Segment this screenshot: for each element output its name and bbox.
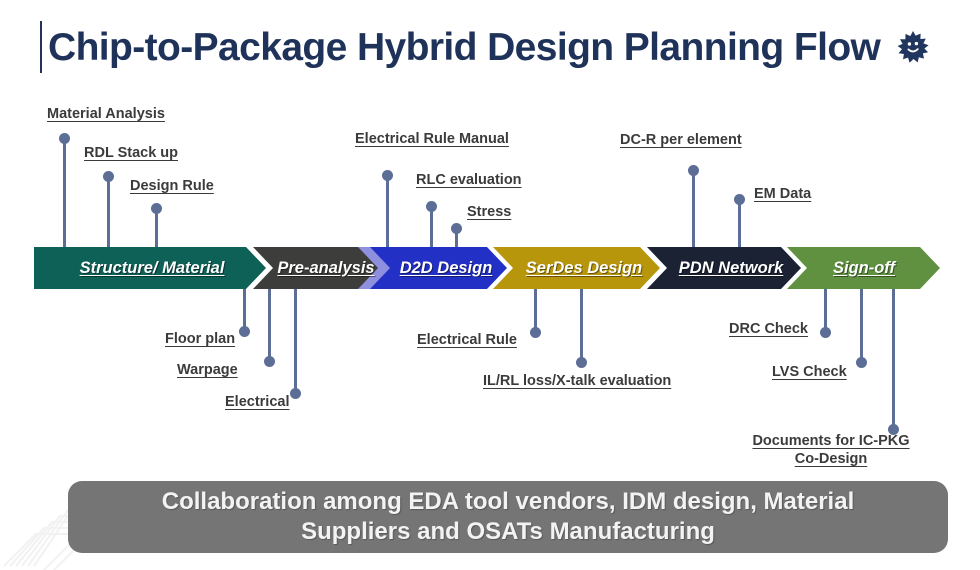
connector-electrical [290,289,301,399]
callout-dcr-per-element: DC-R per element [620,131,742,149]
banner-line2: Suppliers and OSATs Manufacturing [301,518,715,545]
chevron-serdes-design [493,247,660,289]
page-title-container: Chip-to-Package Hybrid Design Planning F… [40,16,930,78]
chevron-sign-off [787,247,940,289]
chevron-pdn-network [647,247,801,289]
callout-documents-ic-pkg: Documents for IC-PKG Co-Design [733,432,929,468]
callout-warpage: Warpage [177,361,238,379]
connector-dcr-per-element [688,165,699,250]
banner-text: Collaboration among EDA tool vendors, ID… [162,487,855,547]
connector-electrical-rule-manual [382,170,393,250]
callout-label: Design Rule [130,178,214,194]
callout-stress: Stress [467,203,511,221]
connector-il-rl-loss-xtalk [576,289,587,368]
callout-design-rule: Design Rule [130,177,214,195]
callout-label: Floor plan [165,331,236,347]
connector-rlc-evaluation [426,201,437,250]
callout-electrical: Electrical [225,393,290,411]
callout-electrical-rule-manual: Electrical Rule Manual [355,130,509,148]
callout-label: Warpage [177,362,238,378]
callout-lvs-check: LVS Check [772,363,847,381]
callout-label: DRC Check [729,321,808,337]
title-accent-bar [40,21,42,73]
callout-label: Electrical Rule Manual [355,131,509,147]
callout-label-line1: Documents for IC-PKG [752,433,910,449]
callout-floor-plan: Floor plan [165,330,235,348]
callout-il-rl-loss-xtalk: IL/RL loss/X-talk evaluation [483,372,671,390]
connector-lvs-check [856,289,867,368]
chevron-accent-lavender [358,247,394,289]
callout-label: LVS Check [772,364,847,380]
page-title: Chip-to-Package Hybrid Design Planning F… [48,25,881,69]
callout-label-line2: Co-Design [794,451,868,468]
banner-line1: Collaboration among EDA tool vendors, ID… [161,487,855,515]
callout-label: Material Analysis [47,106,165,122]
process-flow-bar: Structure/ Material Pre-analysis D2D Des… [34,247,940,289]
connector-electrical-rule [530,289,541,338]
callout-label: RDL Stack up [84,145,179,161]
connector-warpage [264,289,275,367]
connector-em-data [734,194,745,250]
callout-label: RLC evaluation [416,172,522,188]
connector-material-analysis [59,133,70,250]
connector-documents-ic-pkg [888,289,899,435]
connector-drc-check [820,289,831,338]
callout-label: IL/RL loss/X-talk evaluation [483,373,672,389]
callout-electrical-rule: Electrical Rule [417,331,517,349]
callout-em-data: EM Data [754,185,811,203]
callout-label: Electrical [225,394,290,410]
callout-material-analysis: Material Analysis [47,105,165,123]
chevron-d2d-design [370,247,507,289]
callout-label: DC-R per element [620,132,742,148]
collaboration-banner: Collaboration among EDA tool vendors, ID… [68,481,948,553]
callout-label: Stress [467,204,512,220]
callout-rlc-evaluation: RLC evaluation [416,171,522,189]
connector-design-rule [151,203,162,250]
callout-label: Electrical Rule [417,332,517,348]
callout-rdl-stack-up: RDL Stack up [84,144,178,162]
callout-label: EM Data [754,186,812,202]
sun-smiley-icon [897,31,929,63]
chevron-pre-analysis [253,247,382,289]
connector-floor-plan [239,289,250,337]
callout-drc-check: DRC Check [729,320,808,338]
connector-rdl-stack-up [103,171,114,250]
chevron-structure-material [34,247,266,289]
connector-stress [451,223,462,250]
